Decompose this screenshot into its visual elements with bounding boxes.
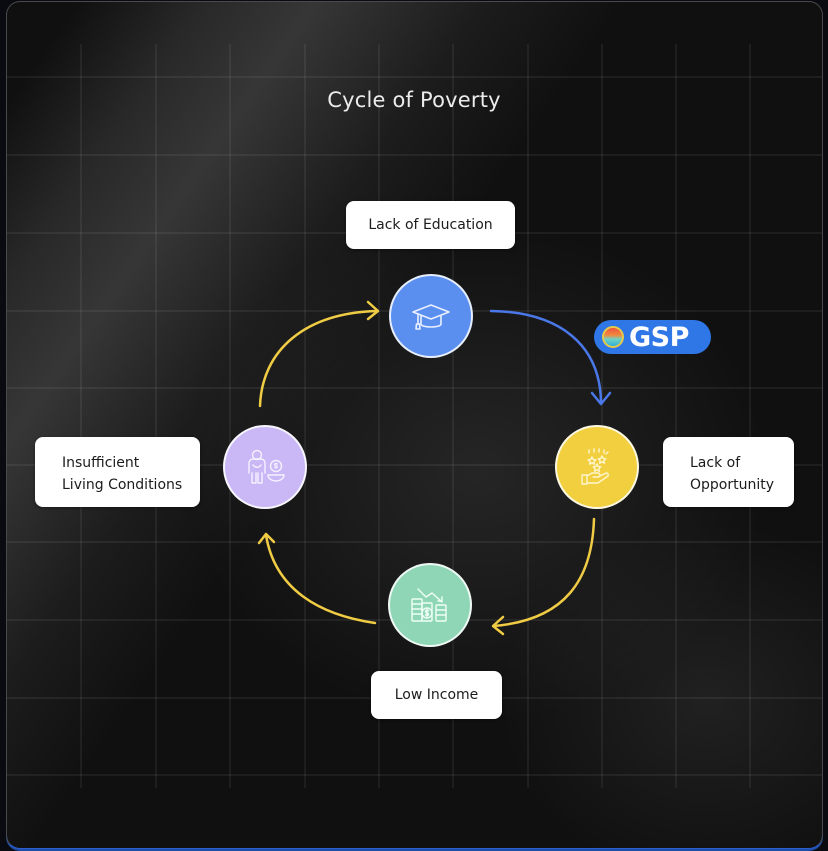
node-low-income[interactable] xyxy=(388,563,472,647)
gsp-logo-icon xyxy=(602,326,624,348)
node-lack-of-education[interactable] xyxy=(389,274,473,358)
label-text-line1: Lack of xyxy=(690,455,741,471)
label-low-income: Low Income xyxy=(371,671,502,719)
label-lack-of-education: Lack of Education xyxy=(346,201,515,249)
arrow-income-to-living xyxy=(257,532,377,625)
coins-declining-icon xyxy=(411,588,447,622)
label-text-line2: Living Conditions xyxy=(62,477,183,493)
arrow-opportunity-to-income xyxy=(491,517,596,636)
arrow-living-to-education xyxy=(258,300,380,408)
label-text: Lack of Education xyxy=(368,217,493,233)
gsp-badge: GSP xyxy=(594,320,711,354)
arrow-education-to-opportunity xyxy=(489,309,612,406)
person-coin-bowl-icon xyxy=(248,449,285,484)
gsp-badge-text: GSP xyxy=(629,321,689,353)
diagram-title: Cycle of Poverty xyxy=(327,88,501,112)
node-lack-of-opportunity[interactable] xyxy=(555,425,639,509)
background-grid xyxy=(7,44,822,788)
label-text-line1: Insufficient xyxy=(62,455,140,471)
label-text: Low Income xyxy=(394,687,479,703)
graduation-cap-icon xyxy=(412,304,450,330)
label-insufficient-living-conditions: Insufficient Living Conditions xyxy=(35,437,200,507)
hand-stars-icon xyxy=(581,448,609,485)
label-text-line2: Opportunity xyxy=(690,477,775,493)
node-insufficient-living-conditions[interactable] xyxy=(223,425,307,509)
label-lack-of-opportunity: Lack of Opportunity xyxy=(663,437,794,507)
